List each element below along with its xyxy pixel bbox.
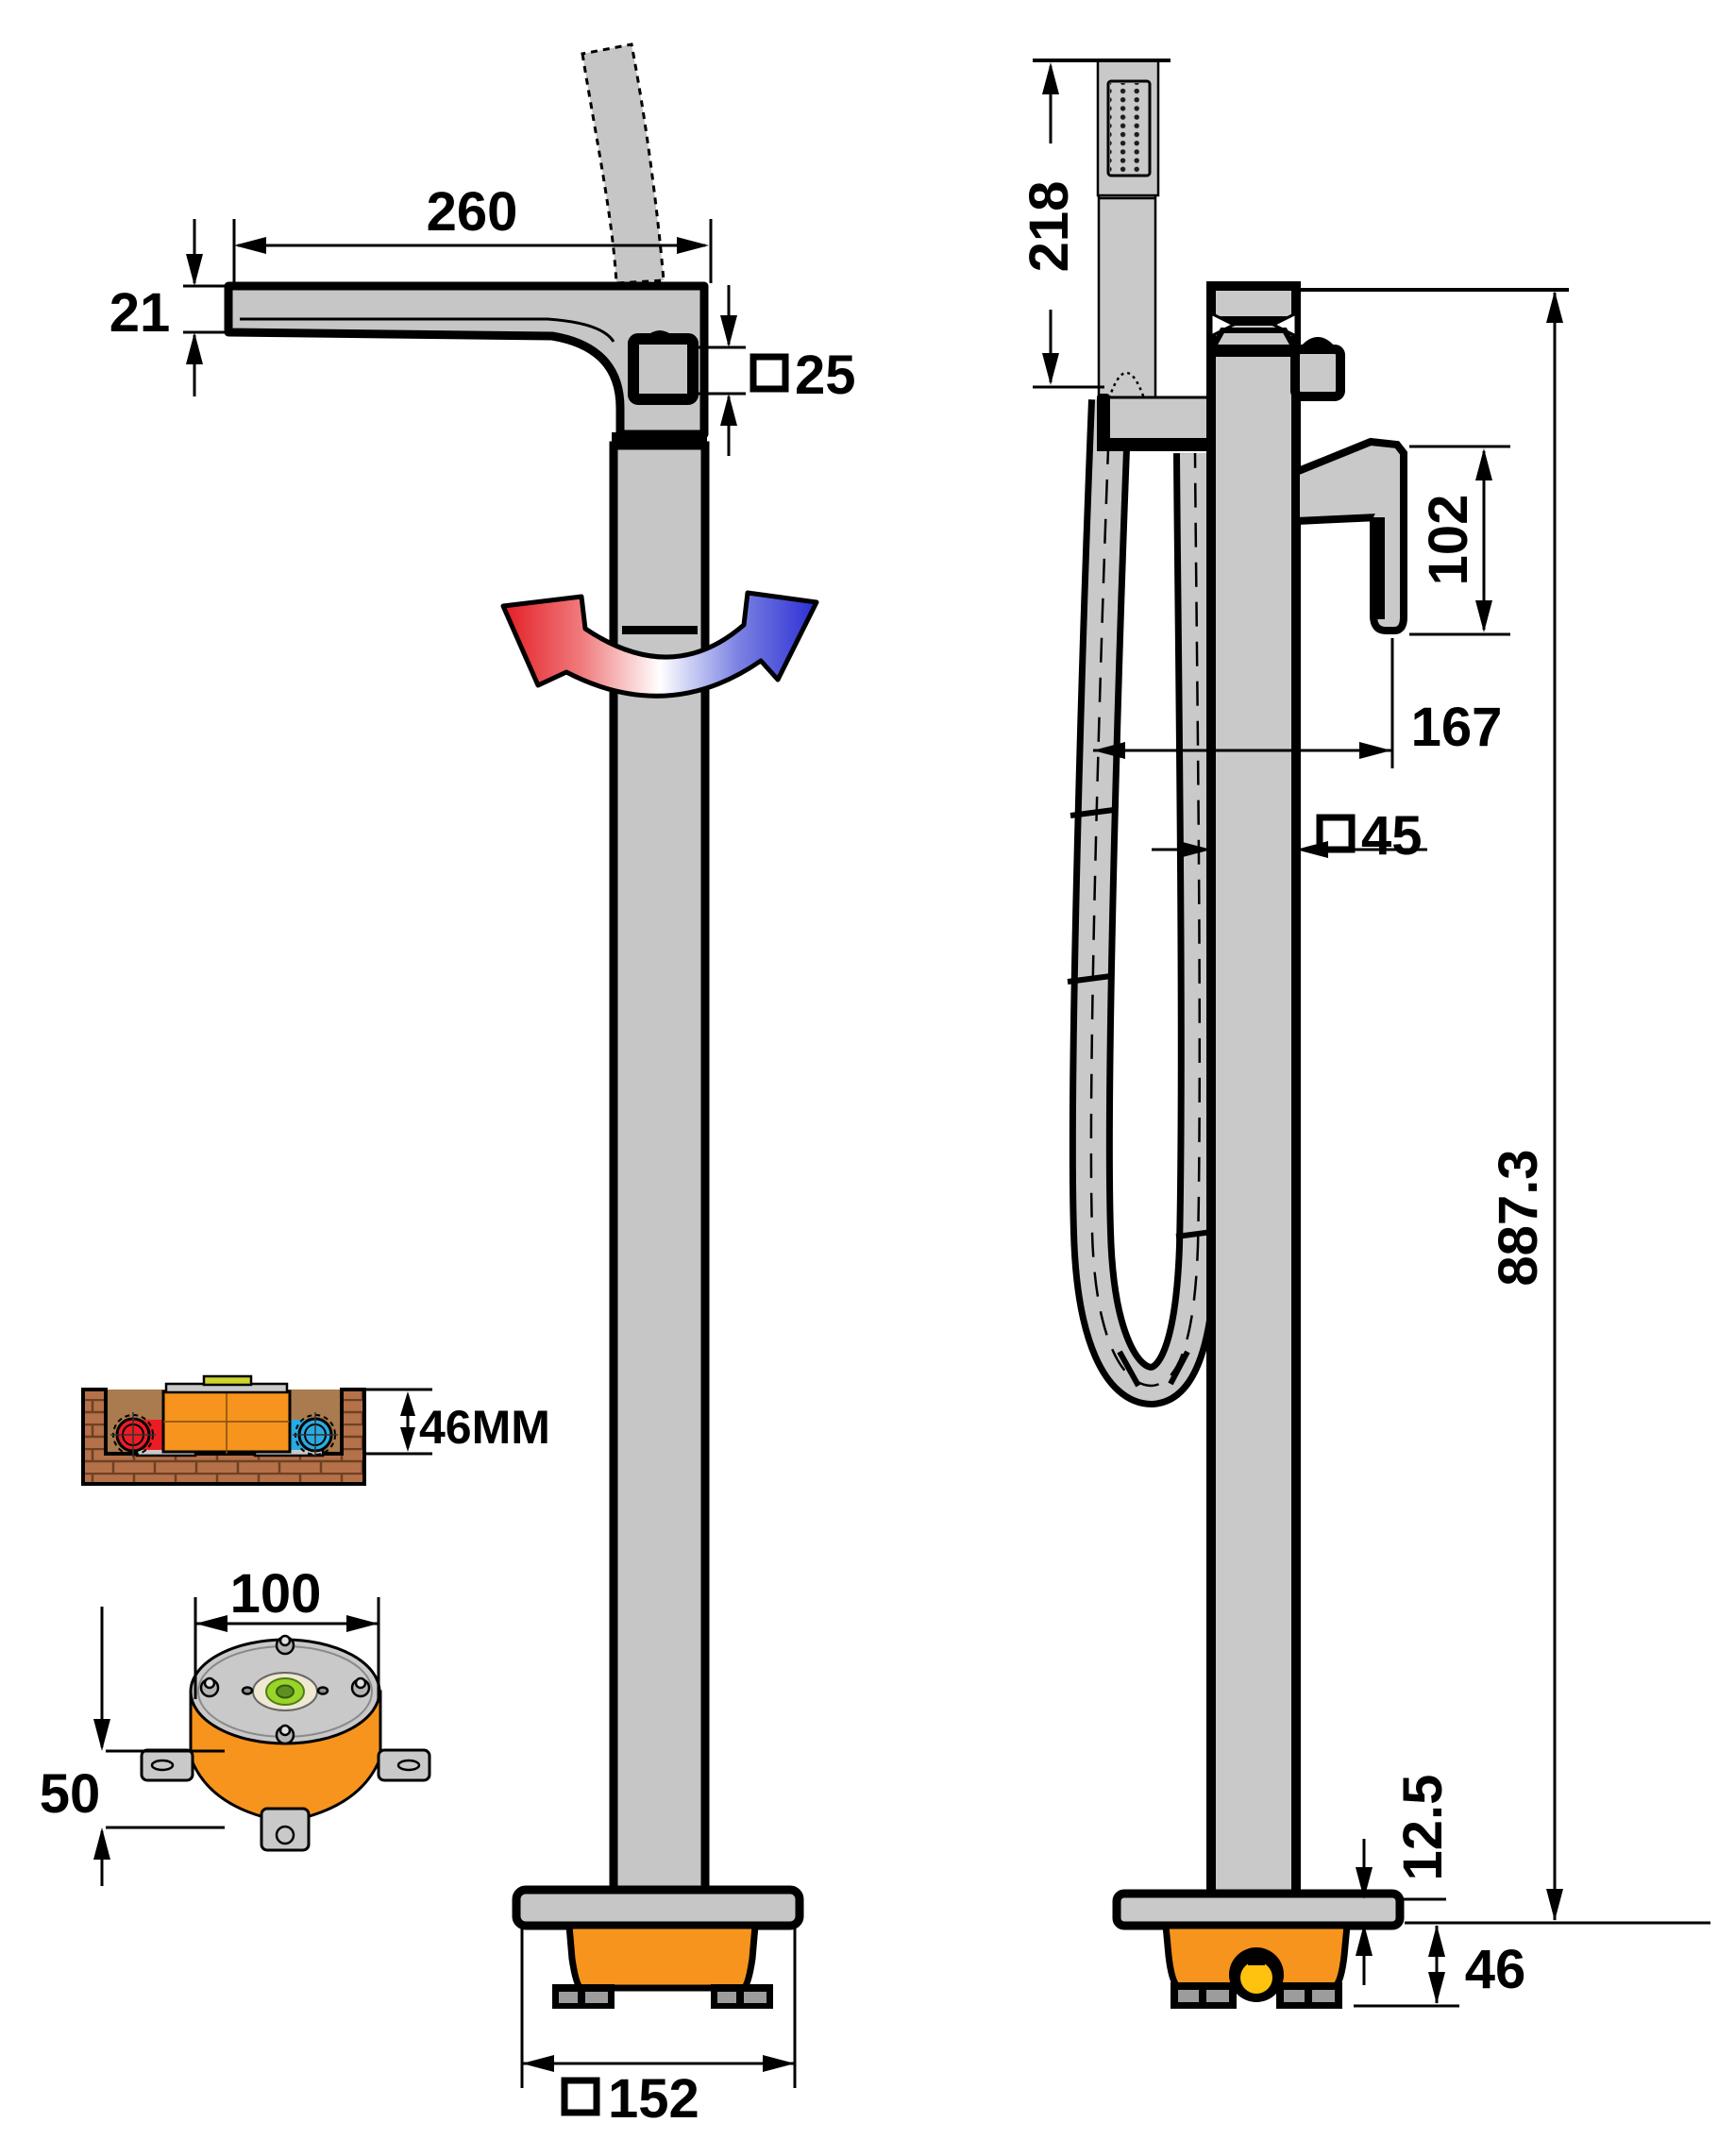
arrowhead-icon	[1546, 1889, 1563, 1921]
dim-label-plate-thickness: 12.5	[1392, 1775, 1454, 1881]
arrowhead-icon	[1475, 448, 1492, 480]
dim-base-square: 152	[520, 1928, 797, 2130]
dim-label-column-square: 45	[1361, 805, 1423, 867]
dim-label-mount-body-height: 50	[40, 1763, 101, 1825]
dim-label-handshower-length: 218	[1019, 181, 1080, 273]
dim-label-floor-recess: 46MM	[419, 1401, 550, 1454]
mounting-feet-front	[552, 1984, 773, 2009]
dim-embed-height: 46	[1354, 1925, 1526, 2008]
dim-label-spout-tip-height: 21	[109, 282, 171, 344]
handle-bump	[646, 330, 674, 337]
arrowhead-icon	[400, 1391, 415, 1416]
hose-entry-arc	[1107, 371, 1146, 399]
arrowhead-icon	[720, 394, 737, 426]
dim-floor-recess: 46MM	[366, 1388, 550, 1456]
dim-label-handle-square: 25	[795, 345, 856, 406]
arrowhead-icon	[522, 2055, 554, 2072]
arrowhead-icon	[1042, 62, 1059, 94]
shower-holder-shelf	[1097, 394, 1218, 451]
arrowhead-icon	[186, 332, 203, 364]
mount-tab-left	[140, 1748, 194, 1782]
base-plate-front	[512, 1885, 804, 1930]
mounting-block-front	[565, 1922, 759, 1992]
handshower-side	[1096, 59, 1160, 400]
dim-plate-thickness: 12.5	[1356, 1775, 1454, 1985]
arrowhead-icon	[93, 1719, 110, 1751]
dim-label-base-square: 152	[608, 2068, 699, 2130]
floor-section-detail	[81, 1374, 366, 1486]
spout-outlet-slot	[240, 317, 615, 343]
dim-lever-drop: 102	[1409, 445, 1510, 636]
shower-hose	[1067, 399, 1221, 1408]
dim-label-overall-height: 887.3	[1488, 1149, 1549, 1286]
arrowhead-icon	[1042, 353, 1059, 385]
riser-column-side	[1206, 281, 1301, 1900]
front-view	[224, 42, 819, 2009]
arrowhead-icon	[195, 1615, 227, 1632]
arrowhead-icon	[93, 1828, 110, 1860]
temperature-handle	[628, 333, 699, 405]
arrowhead-icon	[1359, 742, 1391, 759]
dim-handle-square: 25	[697, 285, 856, 456]
hose-inlet-keyhole	[1229, 1947, 1284, 2002]
cold-pipe-icon	[293, 1412, 338, 1457]
column-joint-line	[622, 626, 698, 634]
arrowhead-icon	[1356, 1924, 1373, 1956]
dim-spout-tip-height: 21	[109, 219, 230, 396]
dim-label-handle-offset: 167	[1411, 697, 1503, 758]
dim-label-embed-height: 46	[1465, 1939, 1526, 2000]
arrowhead-icon	[186, 254, 203, 286]
lever-handle	[1292, 437, 1407, 634]
arrowhead-icon	[1546, 291, 1563, 323]
arrowhead-icon	[1093, 742, 1125, 759]
arrowhead-icon	[400, 1427, 415, 1452]
dim-overall-height: 887.3	[1300, 288, 1710, 1925]
handshower-wand-front	[581, 42, 665, 285]
brick-floor	[81, 1388, 366, 1486]
diverter-knob	[1290, 337, 1345, 401]
mount-tab-bottom	[260, 1807, 311, 1852]
arrowhead-icon	[763, 2055, 795, 2072]
arrowhead-icon	[1428, 1972, 1445, 2004]
arrowhead-icon	[677, 237, 709, 254]
dim-mount-body-height: 50	[40, 1607, 225, 1886]
arrowhead-icon	[1428, 1925, 1445, 1957]
hose-segment-ticks	[1067, 807, 1221, 1388]
hot-cold-swivel-arrow-icon	[500, 590, 819, 699]
square-symbol-icon	[750, 353, 789, 393]
dim-handshower-length: 218	[1019, 59, 1171, 389]
base-plate-side	[1112, 1889, 1405, 1930]
square-symbol-icon	[1316, 814, 1356, 853]
arrowhead-icon	[1356, 1867, 1373, 1899]
dim-mount-top-width: 100	[194, 1563, 380, 1699]
arrowhead-icon	[1475, 600, 1492, 632]
side-view	[1067, 59, 1407, 2009]
dimensions: 260 21 25 218	[40, 59, 1710, 2130]
mount-bolts	[199, 1634, 371, 1745]
arrowhead-icon	[234, 237, 266, 254]
mounting-base-detail	[140, 1634, 431, 1852]
hot-pipe-icon	[110, 1412, 156, 1457]
column-top-cap	[1207, 311, 1300, 357]
arrowhead-icon	[1179, 841, 1211, 858]
spout	[224, 281, 709, 439]
mount-tab-right	[377, 1748, 431, 1782]
dim-spout-reach: 260	[232, 181, 713, 283]
arrowhead-icon	[720, 315, 737, 347]
dim-handle-offset: 167	[1093, 638, 1502, 768]
dim-label-lever-drop: 102	[1418, 495, 1479, 586]
dim-label-spout-reach: 260	[427, 181, 518, 243]
square-symbol-icon	[561, 2077, 600, 2116]
arrowhead-icon	[346, 1615, 379, 1632]
dim-label-mount-top-width: 100	[230, 1563, 322, 1625]
mounting-feet-side	[1171, 1982, 1342, 2009]
dim-column-square: 45	[1152, 805, 1427, 867]
spirit-level	[202, 1374, 253, 1387]
